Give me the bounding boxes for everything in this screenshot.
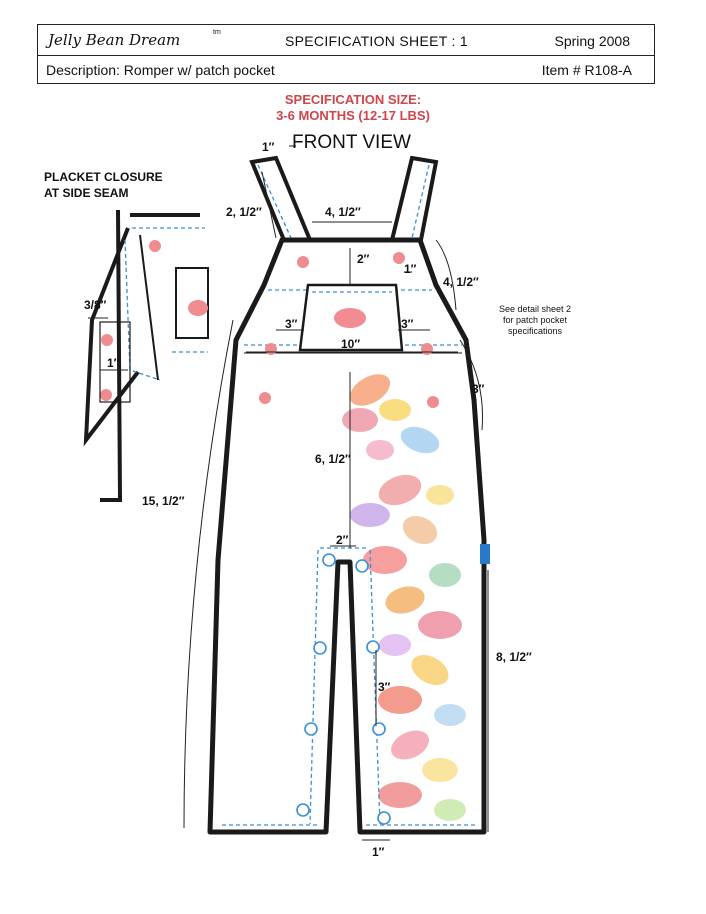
dim-bib-side: 4, 1/2″	[443, 275, 479, 289]
dim-placket-depth: 3/8″	[84, 298, 107, 312]
brand-name: Jelly Bean Dream	[48, 31, 181, 49]
description: Description: Romper w/ patch pocket	[46, 62, 275, 78]
dim-button-offset: 1″	[404, 262, 417, 276]
dim-hem-width: 1″	[372, 845, 385, 859]
dim-bib-top-width: 4, 1/2″	[325, 205, 361, 219]
sheet-title: SPECIFICATION SHEET : 1	[285, 33, 468, 49]
header-box: Jelly Bean Dream tm SPECIFICATION SHEET …	[37, 24, 655, 84]
dim-pocket-right-offset: 3″	[401, 317, 414, 331]
season-label: Spring 2008	[554, 33, 630, 49]
dim-snap-spacing: 3″	[378, 680, 391, 694]
dim-total-length: 15, 1/2″	[142, 494, 185, 508]
view-title: FRONT VIEW	[292, 132, 411, 153]
detail-note-line3: specifications	[507, 326, 563, 336]
side-tab	[480, 544, 490, 564]
dim-crotch-width: 2″	[336, 533, 349, 547]
spec-size-title: SPECIFICATION SIZE:	[284, 92, 422, 107]
dim-bib-depth: 2″	[357, 252, 370, 266]
romper-outline	[207, 237, 487, 835]
dim-strap-width: 1″	[262, 140, 275, 154]
dim-pocket-left-offset: 3″	[285, 317, 298, 331]
detail-note-line2: for patch pocket	[502, 315, 568, 325]
leg-snaps	[296, 553, 391, 825]
jelly-bean-print	[342, 374, 466, 821]
item-number: Item # R108-A	[541, 62, 632, 78]
dim-placket-width: 1″	[107, 356, 120, 370]
detail-note-line1: See detail sheet 2	[498, 304, 572, 314]
spec-size-value: 3-6 MONTHS (12-17 LBS)	[276, 108, 430, 123]
dim-pocket-width: 10″	[341, 337, 361, 351]
trademark-mark: tm	[213, 29, 221, 36]
right-strap	[389, 155, 439, 248]
placket-label-line1: PLACKET CLOSURE	[44, 170, 163, 184]
placket-outline	[83, 209, 140, 502]
placket-label-line2: AT SIDE SEAM	[44, 186, 129, 200]
dim-side-opening: 3″	[472, 382, 485, 396]
dim-strap-length: 2, 1/2″	[226, 205, 262, 219]
left-strap	[249, 155, 313, 248]
dim-center-front: 6, 1/2″	[315, 452, 351, 466]
dimension-lines	[88, 145, 489, 841]
header-row-top: Jelly Bean Dream tm SPECIFICATION SHEET …	[38, 25, 654, 56]
placket-detail-box	[99, 321, 131, 403]
pocket-bean-print	[334, 308, 366, 328]
dim-inseam: 8, 1/2″	[496, 650, 532, 664]
